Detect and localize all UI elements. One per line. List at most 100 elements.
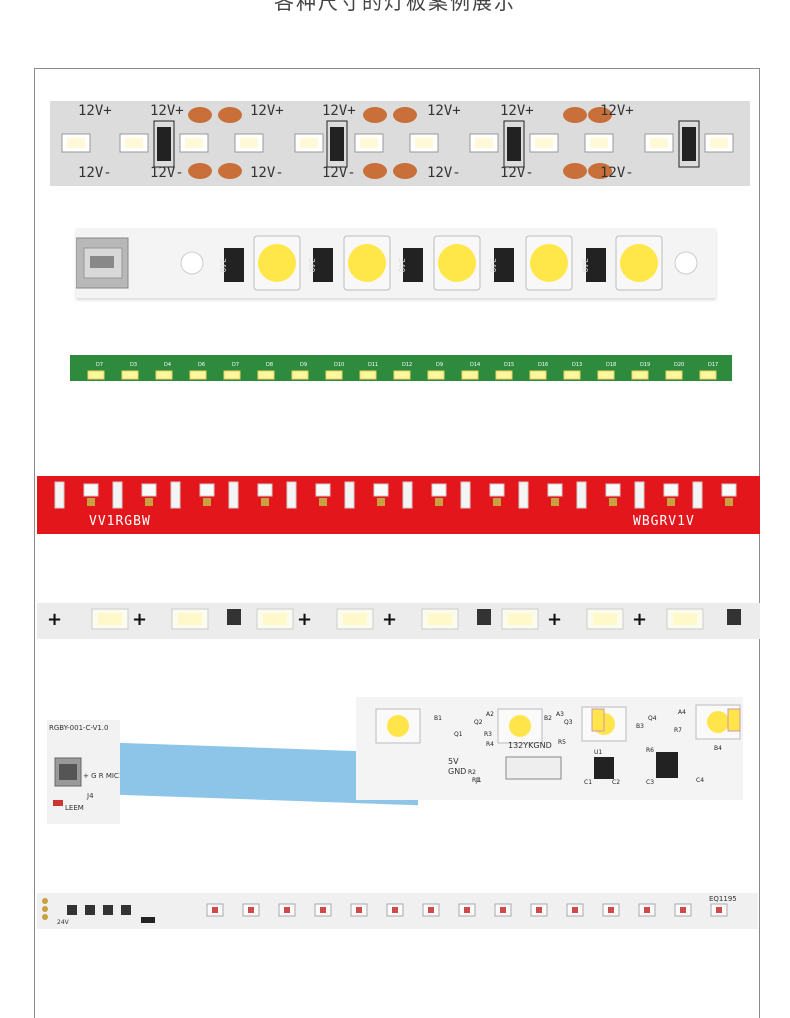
led-label: D17 xyxy=(708,362,719,368)
led-chip-lens xyxy=(360,138,378,148)
led-5050 xyxy=(497,708,543,744)
rgb-led xyxy=(83,483,99,497)
white-led xyxy=(286,481,297,509)
polarity-plus: + xyxy=(382,609,398,630)
resistor-outline xyxy=(326,120,348,168)
photo-frame xyxy=(34,68,760,1018)
label-12v-plus: 12V+ xyxy=(500,103,534,119)
led-chip xyxy=(121,370,139,380)
led-5050-lens xyxy=(530,244,568,282)
copper-pad xyxy=(563,107,587,123)
label-12v-minus: 12V- xyxy=(150,165,184,181)
resistor xyxy=(586,248,606,282)
copper-pad xyxy=(393,163,417,179)
page-heading: 各种尺寸的灯板案例展示 xyxy=(274,0,516,14)
led-chip-lens xyxy=(300,138,318,148)
led-chip-lens xyxy=(98,613,122,625)
mount-hole xyxy=(674,251,698,275)
component-label: R2 xyxy=(468,769,476,776)
component-label: R4 xyxy=(486,741,494,748)
component-label: Q4 xyxy=(648,715,657,722)
label-12v-minus: 12V- xyxy=(600,165,634,181)
white-led xyxy=(54,481,65,509)
copper-pad xyxy=(393,107,417,123)
led-label: D12 xyxy=(402,362,413,368)
resistor-code: 340 xyxy=(397,258,406,273)
strip-code: EQ1195 xyxy=(709,895,737,903)
label-12v-minus: 12V- xyxy=(500,165,534,181)
rgb-led xyxy=(605,483,621,497)
rgb-led xyxy=(721,483,737,497)
copper-pad xyxy=(188,107,212,123)
solder-pad xyxy=(42,914,48,920)
component-label: C1 xyxy=(584,779,593,786)
led-5050-lens xyxy=(707,711,729,733)
smd-component xyxy=(85,905,95,915)
led-5050-lens xyxy=(620,244,658,282)
led-label: D7 xyxy=(96,362,104,368)
copper-pad xyxy=(188,163,212,179)
copper-pad xyxy=(563,163,587,179)
resistor xyxy=(507,127,521,161)
led-chip-lens xyxy=(508,613,532,625)
component-label: A4 xyxy=(678,709,686,716)
resistor xyxy=(224,248,244,282)
led-chip-die xyxy=(680,907,686,913)
component-label: R1 xyxy=(472,777,480,784)
resistor xyxy=(727,609,741,625)
solder-pad xyxy=(435,498,443,506)
component-label: B1 xyxy=(434,715,442,722)
resistor-outline xyxy=(153,120,175,168)
component-label: J1 xyxy=(476,777,482,784)
label-12v-plus: 12V+ xyxy=(322,103,356,119)
smd-component xyxy=(141,917,155,923)
led-label: D4 xyxy=(164,362,172,368)
rgb-led xyxy=(141,483,157,497)
led-chip-lens xyxy=(650,138,668,148)
led-chip-die xyxy=(212,907,218,913)
led-label: D10 xyxy=(334,362,345,368)
copper-pad xyxy=(218,163,242,179)
resistor xyxy=(157,127,171,161)
led-chip-lens xyxy=(475,138,493,148)
white-led xyxy=(344,481,355,509)
white-led xyxy=(460,481,471,509)
label-12v-plus: 12V+ xyxy=(150,103,184,119)
led-chip-lens xyxy=(185,138,203,148)
connector-j4-label: J4 xyxy=(87,792,94,800)
led-chip-die xyxy=(536,907,542,913)
led-chip xyxy=(563,370,581,380)
led-chip xyxy=(189,370,207,380)
resistor xyxy=(403,248,423,282)
mount-hole xyxy=(180,251,204,275)
led-chip-lens xyxy=(535,138,553,148)
resistor xyxy=(477,609,491,625)
led-chip-lens xyxy=(673,613,697,625)
rgb-led xyxy=(663,483,679,497)
polarity-plus: + xyxy=(132,609,148,630)
led-chip-die xyxy=(428,907,434,913)
led-chips xyxy=(61,133,734,153)
solder-pad xyxy=(145,498,153,506)
copper-pads xyxy=(188,107,612,179)
label-12v-minus: 12V- xyxy=(78,165,112,181)
component-label: U2 xyxy=(666,767,675,774)
led-chip xyxy=(699,370,717,380)
copper-pad xyxy=(218,107,242,123)
led-5050-lens xyxy=(348,244,386,282)
solder-pad xyxy=(493,498,501,506)
strip-label-right: WBGRV1V xyxy=(633,514,695,529)
copper-pad xyxy=(588,163,612,179)
led-chip-lens xyxy=(178,613,202,625)
copper-pad xyxy=(363,163,387,179)
led-label: D9 xyxy=(436,362,444,368)
solder-pad xyxy=(377,498,385,506)
led-chip-lens xyxy=(590,138,608,148)
led-5050-lens xyxy=(509,715,531,737)
led-label: D3 xyxy=(130,362,138,368)
white-led xyxy=(576,481,587,509)
rgb-led xyxy=(373,483,389,497)
solder-pad xyxy=(319,498,327,506)
solder-pad xyxy=(261,498,269,506)
